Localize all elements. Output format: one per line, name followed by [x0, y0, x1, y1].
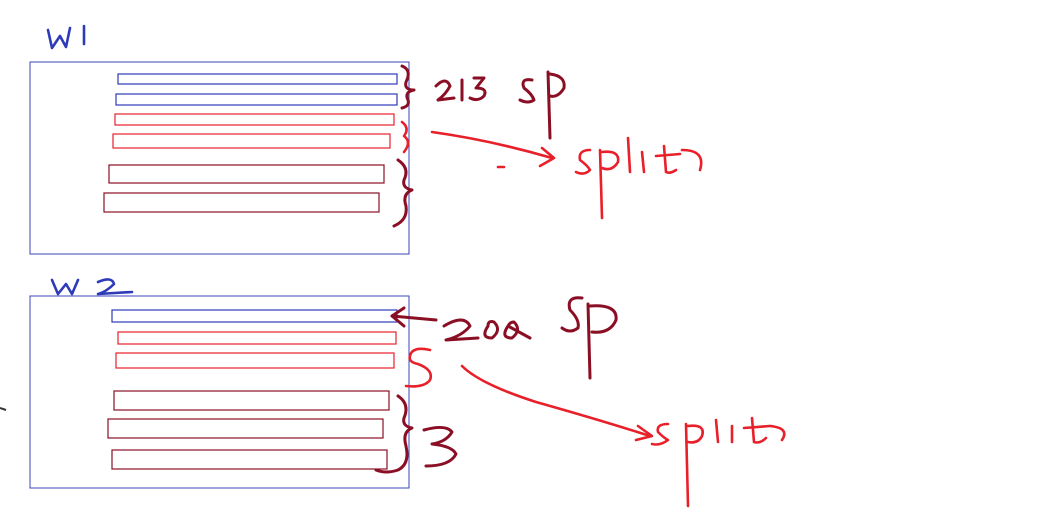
- panel-w1-frame: [29, 61, 410, 255]
- panel-w2-bar-1: [111, 309, 398, 323]
- panel-w2-bar-4: [113, 390, 390, 411]
- panel-w1-bar-3: [114, 113, 395, 126]
- panel-w1-bar-1: [117, 73, 398, 85]
- panel-w2-split-arrow: [460, 364, 654, 442]
- panel-w1-bar-5: [108, 164, 385, 184]
- panel-w1-bar-6: [103, 192, 380, 213]
- panel-w2-brace-red: [404, 347, 433, 388]
- panel-w1-brace-top: [400, 64, 416, 110]
- panel-w2-annotation-count: [422, 425, 458, 468]
- panel-w2-label: [50, 278, 134, 296]
- panel-w1-split-arrow: [430, 130, 556, 168]
- panel-w1-bar-2: [115, 93, 398, 106]
- panel-w2-annotation-top: [390, 296, 618, 380]
- panel-w1-annotation-top: [434, 70, 566, 140]
- panel-w2: [29, 278, 786, 508]
- panel-w2-annotation-split: [650, 416, 786, 508]
- panel-w1-brace-bottom: [392, 158, 414, 228]
- panel-w1-bar-4: [112, 133, 391, 149]
- panel-w1: [29, 24, 703, 255]
- panel-w2-bar-3: [115, 352, 395, 369]
- panel-w1-brace-red: [400, 120, 410, 154]
- panel-w2-bar-6: [111, 449, 388, 470]
- panel-w2-bar-5: [107, 418, 384, 439]
- panel-w1-label: [46, 24, 86, 50]
- panel-w2-frame: [29, 295, 410, 489]
- panel-w2-bar-2: [117, 331, 397, 345]
- panel-w2-brace-bottom: [374, 394, 414, 474]
- panel-w1-annotation-split: [574, 136, 703, 220]
- stray-mark: [0, 407, 7, 411]
